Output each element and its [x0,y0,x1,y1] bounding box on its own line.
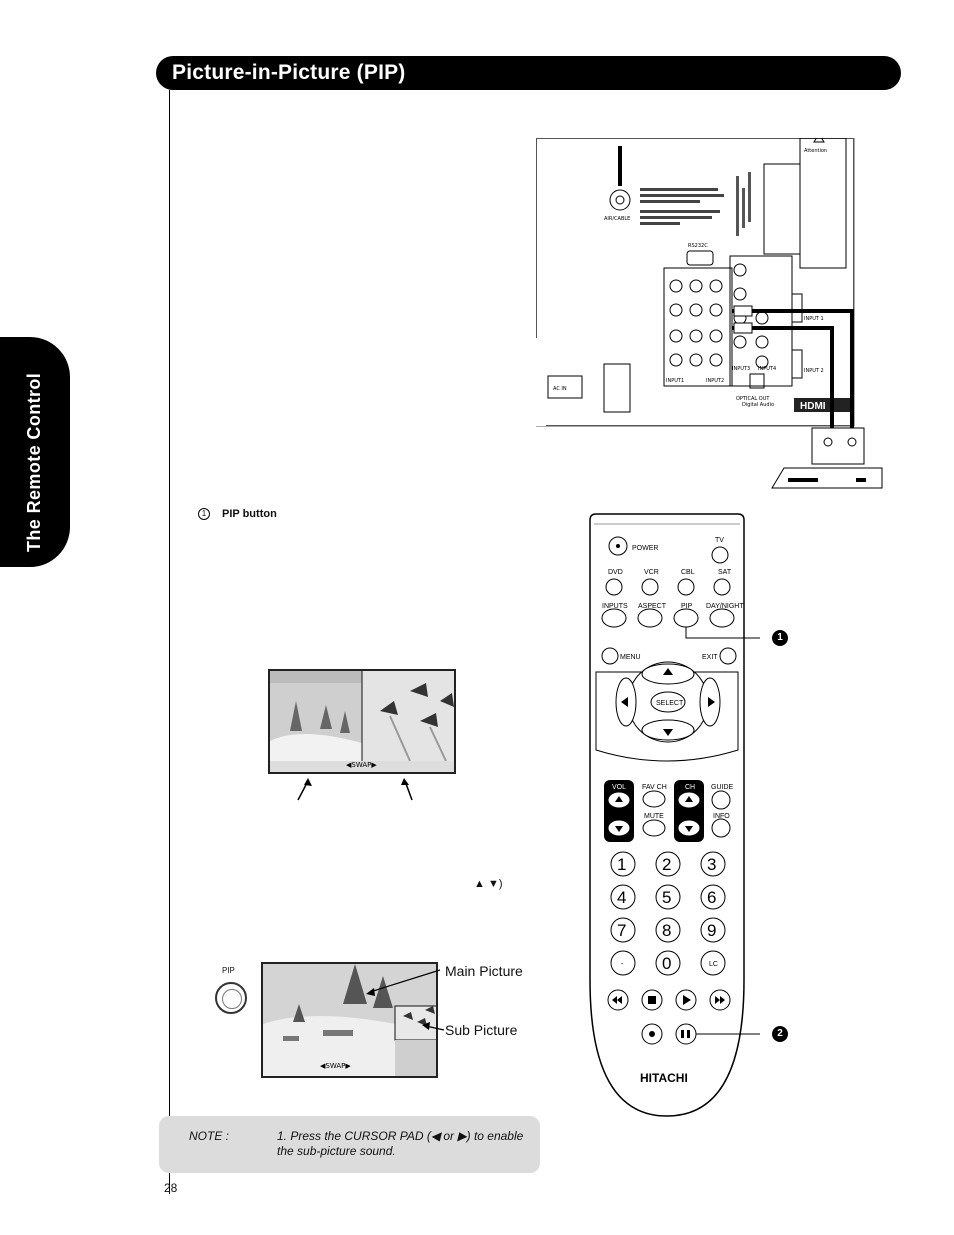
svg-text:ASPECT: ASPECT [638,603,667,610]
svg-text:DVD: DVD [608,569,623,576]
page-number: 28 [164,1181,178,1195]
svg-text:CH: CH [685,784,695,791]
svg-text:FAV CH: FAV CH [642,784,667,791]
svg-text:HITACHI: HITACHI [640,1071,688,1085]
margin-rule [169,90,170,1194]
svg-text:-: - [621,961,624,968]
svg-text:EXIT: EXIT [702,654,718,661]
note-label: NOTE : [189,1129,230,1143]
svg-text:6: 6 [707,888,716,907]
step-label: PIP button [222,508,277,520]
pip-label: PIP [222,966,235,975]
step-number: 1 [198,508,210,521]
svg-text:5: 5 [662,888,671,907]
svg-text:7: 7 [617,921,626,940]
page-title-bar: Picture-in-Picture (PIP) [156,56,901,90]
svg-text:MENU: MENU [620,654,641,661]
svg-text:DAY/NIGHT: DAY/NIGHT [706,603,744,610]
svg-text:OPTICAL OUT: OPTICAL OUT [736,396,770,402]
swap-label: ◀SWAP▶ [320,1062,351,1070]
arrow-keys-text: ▲ ▼) [474,878,503,890]
note-text: 1. Press the CURSOR PAD (◀ or ▶) to enab… [277,1129,524,1158]
screen-pointer-arrows [297,778,413,801]
swap-label: ◀SWAP▶ [346,761,377,769]
picture-pointer-arrows [366,969,445,1031]
svg-text:VOL: VOL [612,784,626,791]
svg-text:SELECT: SELECT [656,700,684,707]
svg-text:8: 8 [662,921,671,940]
svg-text:GUIDE: GUIDE [711,784,734,791]
svg-text:RS232C: RS232C [688,243,708,249]
callout-pause-button: 2 [772,1026,788,1042]
remote-control-illustration: POWER TV DVD VCR CBL SAT INPUTS ASPECT P… [589,513,760,1117]
antenna-icon [618,146,622,186]
svg-text:INPUT2: INPUT2 [706,378,724,384]
svg-text:INFO: INFO [713,813,730,820]
svg-text:INPUT4: INPUT4 [758,366,776,372]
svg-text:LC: LC [709,961,718,968]
svg-text:INPUT3: INPUT3 [732,366,750,372]
svg-text:Digital Audio: Digital Audio [742,402,774,408]
svg-text:SAT: SAT [718,569,732,576]
section-tab-label: The Remote Control [24,372,44,552]
svg-text:VCR: VCR [644,569,659,576]
svg-text:9: 9 [707,921,716,940]
callout-pip-button: 1 [772,630,788,646]
svg-text:3: 3 [707,855,716,874]
step-pip-button: 1 PIP button [198,508,277,521]
section-tab: The Remote Control [0,337,70,567]
page-title: Picture-in-Picture (PIP) [172,61,406,84]
pip-screen-image [261,962,438,1078]
svg-text:TV: TV [715,537,724,544]
connection-diagram: AIR/CABLE RS232C INPUT1 INPUT2 INPUT3 IN… [536,138,883,489]
svg-text:Attention: Attention [804,148,827,154]
sub-picture-label: Sub Picture [445,1022,518,1038]
svg-text:INPUT 1: INPUT 1 [804,316,824,322]
svg-text:HDMI: HDMI [800,401,826,412]
svg-text:AIR/CABLE: AIR/CABLE [604,216,630,222]
pip-button-illustration [215,982,247,1014]
svg-text:2: 2 [662,855,671,874]
svg-text:0: 0 [662,954,671,973]
svg-text:CBL: CBL [681,569,695,576]
svg-text:POWER: POWER [632,545,658,552]
svg-text:AC IN: AC IN [553,386,567,392]
svg-text:PIP: PIP [681,603,693,610]
split-screen-image [268,669,456,774]
svg-text:INPUTS: INPUTS [602,603,628,610]
svg-text:INPUT1: INPUT1 [666,378,684,384]
note-box: NOTE : 1. Press the CURSOR PAD (◀ or ▶) … [159,1116,540,1173]
svg-text:4: 4 [617,888,626,907]
svg-text:1: 1 [617,855,626,874]
svg-text:INPUT 2: INPUT 2 [804,368,824,374]
svg-text:MUTE: MUTE [644,813,664,820]
main-picture-label: Main Picture [445,963,523,979]
